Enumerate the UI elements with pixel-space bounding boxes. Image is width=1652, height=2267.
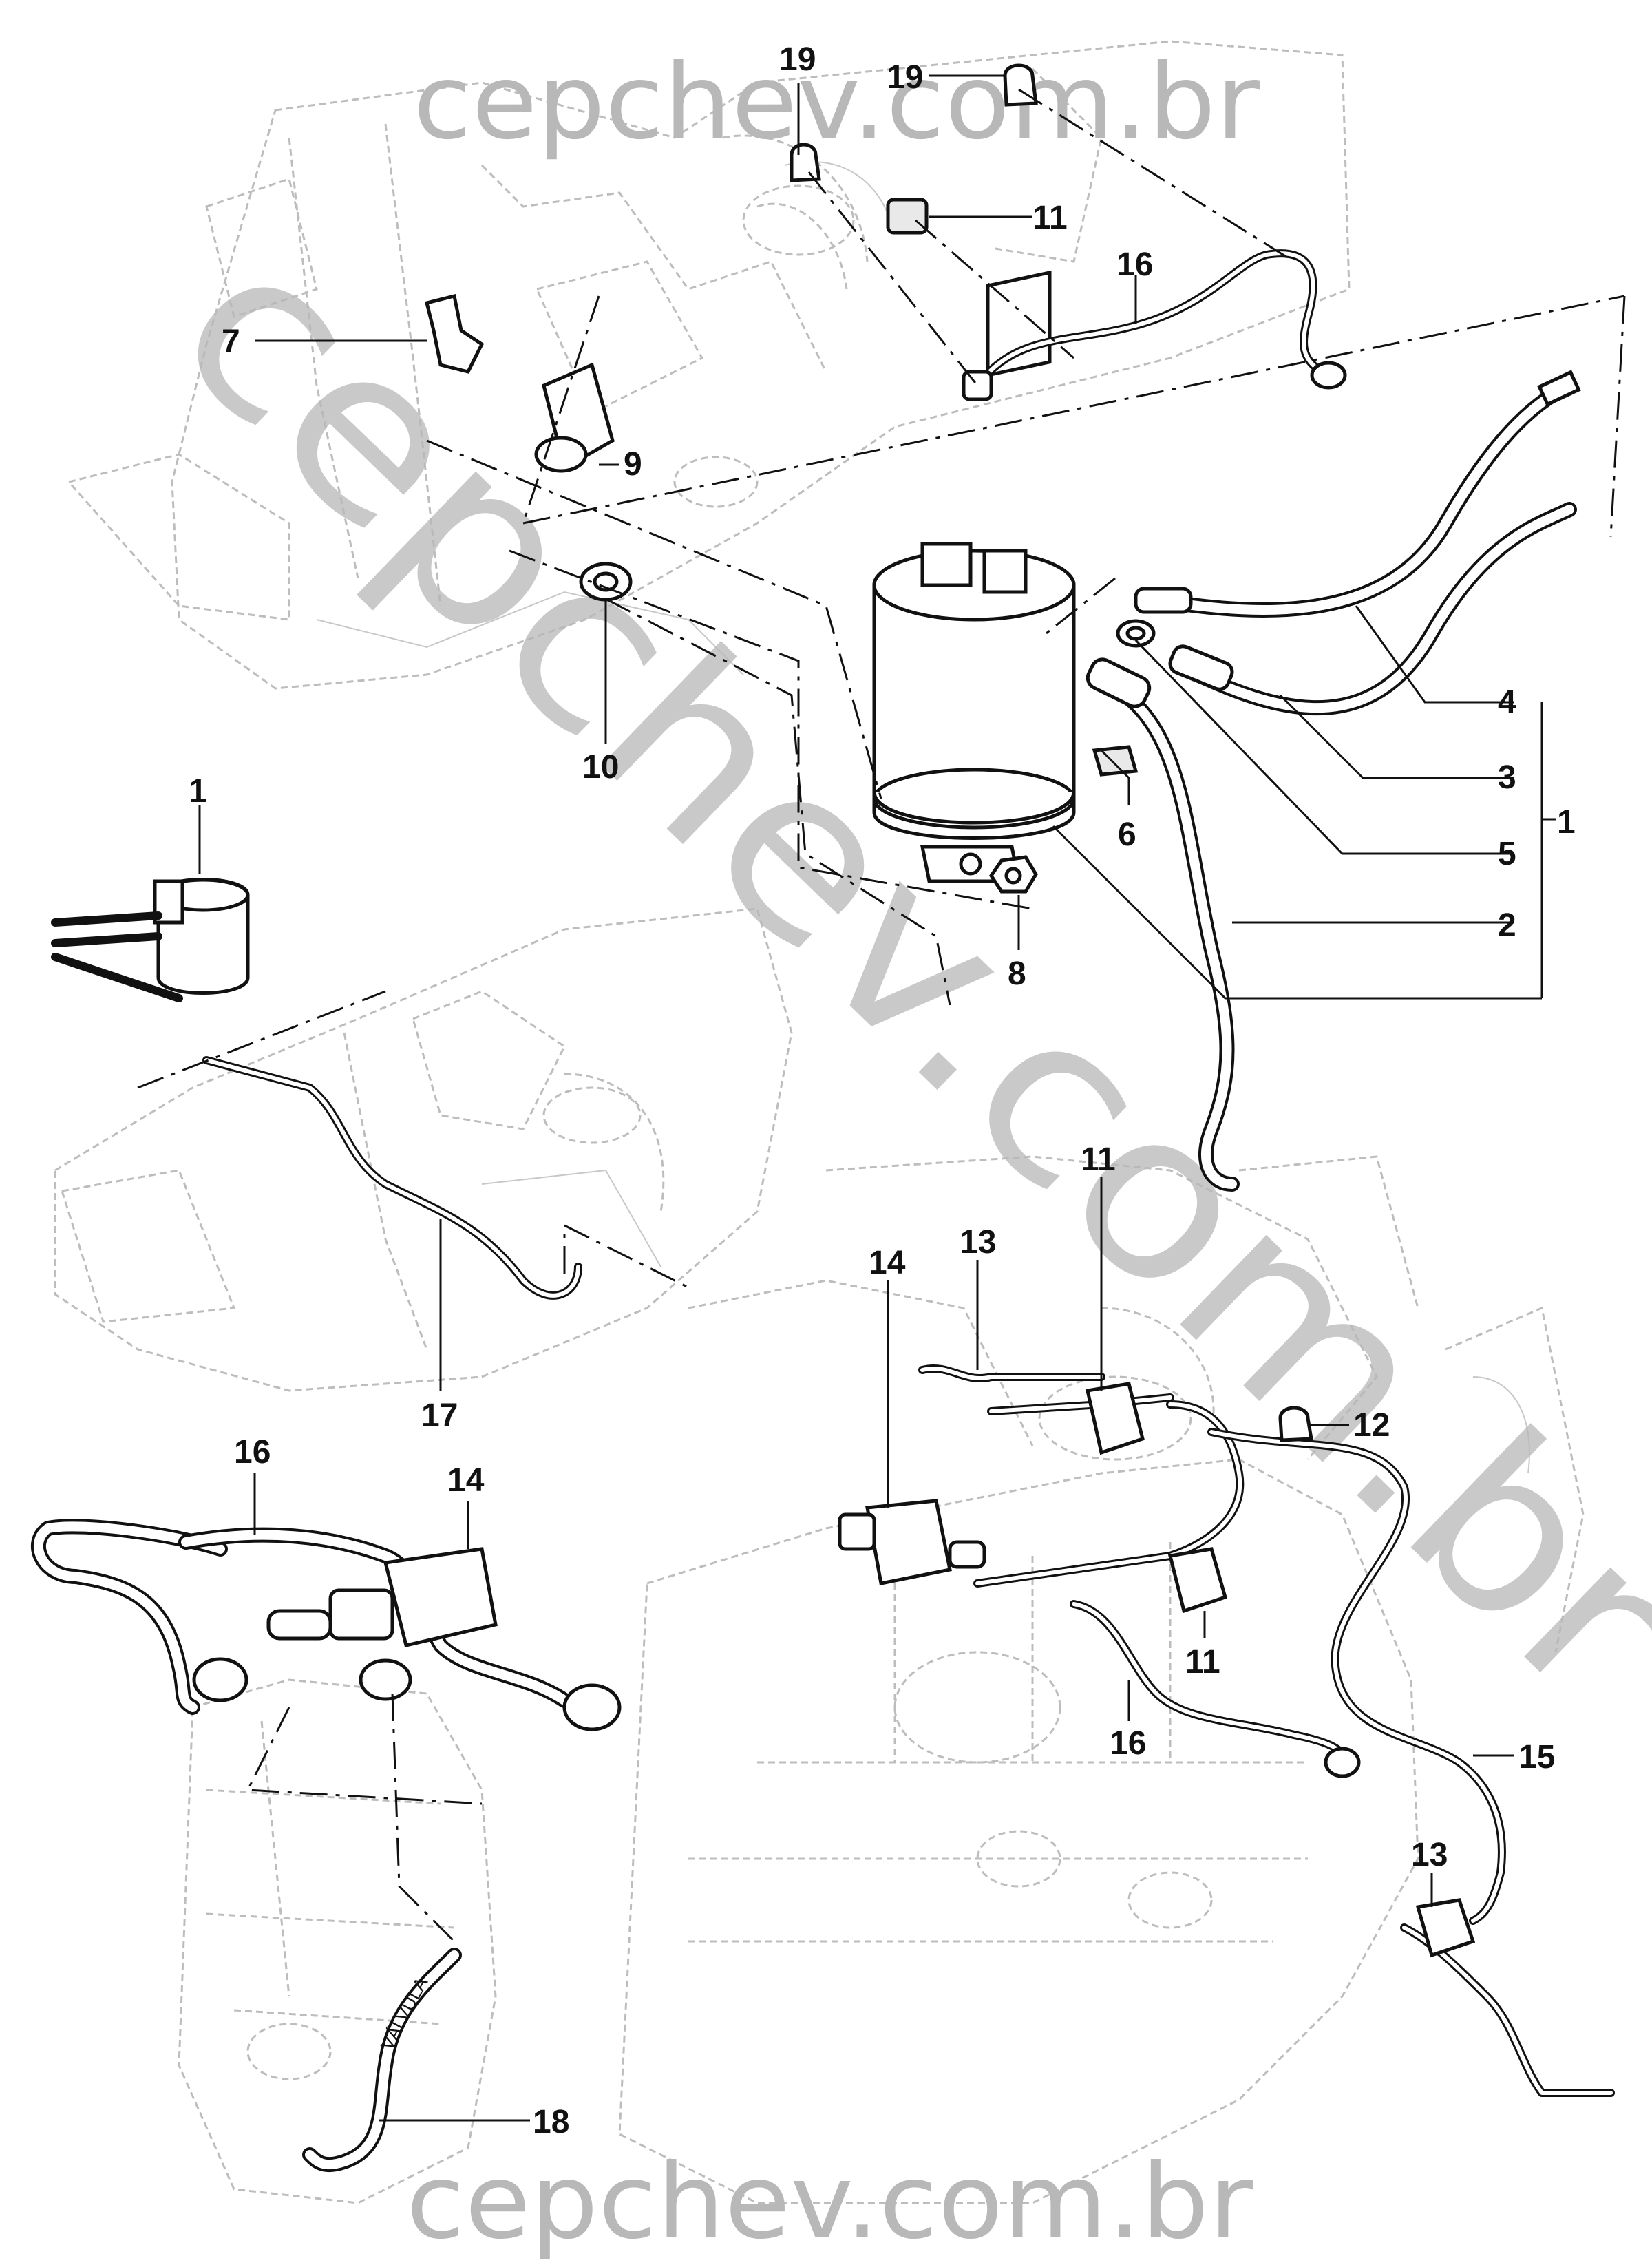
- callout-14-mid: 14: [869, 1245, 906, 1281]
- bracket-11-lower[interactable]: [1167, 1547, 1228, 1638]
- hose-2[interactable]: [1084, 655, 1240, 1192]
- pipe-15[interactable]: [973, 1400, 1514, 1925]
- pipe-17[interactable]: [137, 990, 689, 1391]
- nut-8[interactable]: [988, 855, 1038, 894]
- canister-1-small[interactable]: [51, 805, 250, 1002]
- clip-11-top[interactable]: [886, 198, 929, 235]
- callout-12: 12: [1353, 1407, 1390, 1444]
- background-engine-lower-left: [178, 1678, 497, 2204]
- callout-13-mid: 13: [960, 1224, 996, 1261]
- hose-3[interactable]: [1167, 502, 1577, 716]
- callout-9: 9: [624, 446, 642, 483]
- callout-16-top: 16: [1116, 246, 1153, 283]
- bracket-11-upper[interactable]: [1085, 1177, 1145, 1455]
- callout-18: 18: [533, 2104, 569, 2140]
- clip-19-right[interactable]: [1003, 63, 1038, 107]
- hose-4[interactable]: [1134, 370, 1581, 618]
- watermark-top: cepchev.com.br: [413, 43, 1260, 162]
- pipe-16-installed[interactable]: [1070, 1600, 1361, 1778]
- callout-4: 4: [1498, 684, 1516, 721]
- callout-15: 15: [1518, 1739, 1555, 1775]
- callout-10: 10: [582, 749, 619, 785]
- callout-13-low: 13: [1411, 1837, 1448, 1873]
- background-body-structure-left-middle: [54, 907, 793, 1392]
- callout-17: 17: [421, 1398, 458, 1434]
- callout-16-left: 16: [234, 1434, 271, 1470]
- callout-3: 3: [1498, 759, 1516, 796]
- pipe-13-lower[interactable]: [1400, 1873, 1615, 2097]
- callout-7: 7: [222, 324, 240, 360]
- canister-assembly[interactable]: [872, 270, 1076, 883]
- grommet-9[interactable]: [534, 362, 615, 473]
- hose-print: VÁLVULA: [377, 1973, 432, 2053]
- callout-6: 6: [1118, 816, 1136, 853]
- purge-valve-14-installed[interactable]: [838, 1280, 986, 1585]
- purge-valve-14-left[interactable]: [266, 1501, 498, 1701]
- callout-2: 2: [1498, 907, 1516, 944]
- callout-19-b: 19: [887, 59, 923, 96]
- callout-11-low: 11: [1185, 1644, 1220, 1680]
- bracket-7[interactable]: [424, 293, 485, 374]
- clamp-5[interactable]: [1116, 619, 1156, 648]
- pipe-16-top[interactable]: [962, 249, 1347, 401]
- callout-11-top: 11: [1032, 200, 1068, 236]
- callout-1-left: 1: [189, 773, 207, 810]
- callout-11-mid: 11: [1081, 1141, 1116, 1178]
- callout-8: 8: [1008, 956, 1026, 992]
- callout-14-left: 14: [447, 1462, 485, 1499]
- clip-19-left[interactable]: [790, 143, 821, 182]
- callout-19-a: 19: [779, 41, 816, 78]
- callout-1-group: 1: [1557, 804, 1576, 841]
- leader-lines-top: [255, 74, 1556, 1000]
- assembly-lines-top: [426, 88, 1626, 1006]
- clip-12[interactable]: [1278, 1406, 1349, 1442]
- callout-5: 5: [1498, 836, 1516, 872]
- assembly-lines-left: [246, 1693, 483, 1943]
- watermark-bottom: cepchev.com.br: [406, 2142, 1253, 2262]
- callout-16-mid: 16: [1110, 1725, 1146, 1762]
- hose-18[interactable]: VÁLVULA: [302, 1948, 530, 2173]
